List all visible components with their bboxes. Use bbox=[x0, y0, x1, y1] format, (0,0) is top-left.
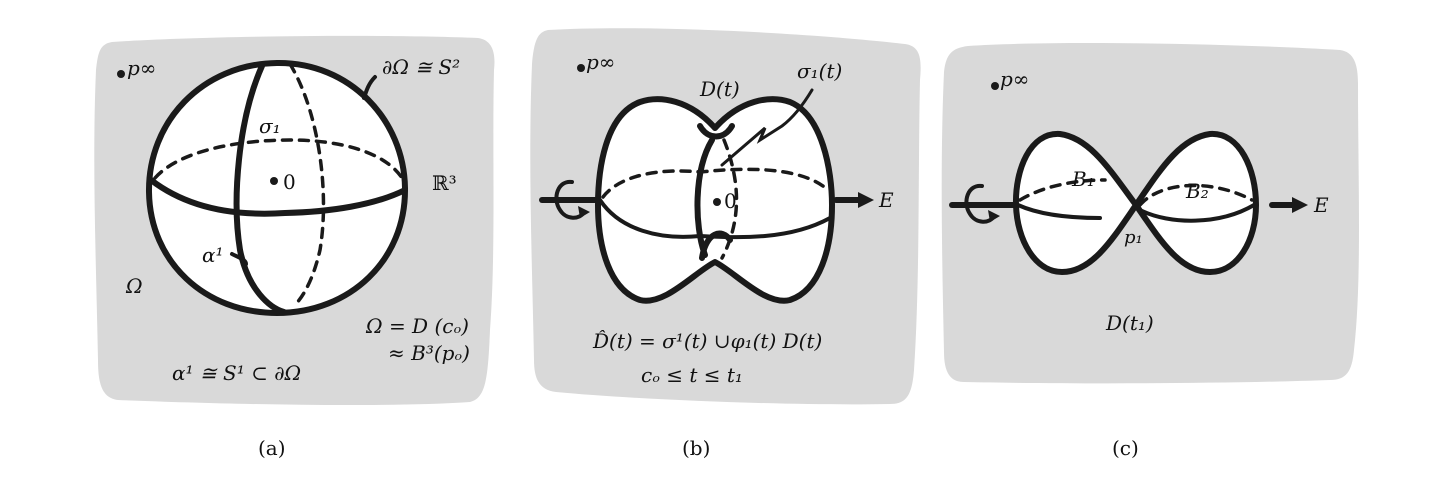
b2-label: B₂ bbox=[1185, 179, 1209, 203]
p-infinity-label-b: p∞ bbox=[586, 50, 615, 74]
sigma-leader bbox=[720, 88, 814, 167]
alpha-def: α¹ ≅ S¹ ⊂ ∂Ω bbox=[172, 361, 301, 385]
lobe-left-equator-front bbox=[1016, 203, 1102, 220]
lobe-right-outline bbox=[1133, 130, 1259, 275]
lobe-left-equator-back bbox=[1018, 178, 1107, 202]
boundary-label: ∂Ω ≅ S² bbox=[382, 55, 460, 79]
caption-b: (b) bbox=[682, 436, 710, 460]
sphere-a-outline bbox=[145, 59, 409, 316]
p1-label: p₁ bbox=[1124, 227, 1143, 248]
rotation-arrowhead-c bbox=[988, 210, 1000, 222]
caption-c: (c) bbox=[1112, 436, 1139, 460]
rotation-arrowhead bbox=[578, 206, 590, 218]
dhat-def: D̂(t) = σ¹(t) ∪φ₁(t) D(t) bbox=[592, 329, 822, 353]
caption-a: (a) bbox=[258, 436, 286, 460]
panel-b: p∞ D(t) σ₁(t) 0 E D̂(t) = σ¹(t) ∪φ₁(t) D… bbox=[530, 28, 921, 460]
e-label-b: E bbox=[878, 188, 894, 212]
equator-back bbox=[153, 138, 404, 180]
origin-dot-a bbox=[270, 177, 278, 185]
dt1-label: D(t₁) bbox=[1105, 311, 1154, 335]
dt-label: D(t) bbox=[699, 77, 740, 101]
b1-label: B₁ bbox=[1071, 167, 1095, 191]
origin-label-a: 0 bbox=[283, 170, 296, 194]
lobe-right-equator-back bbox=[1138, 183, 1254, 207]
sigma1t-label: σ₁(t) bbox=[797, 59, 842, 83]
p-infinity-dot-b bbox=[577, 64, 585, 72]
origin-label-b: 0 bbox=[724, 189, 737, 213]
meridian-back bbox=[288, 62, 326, 308]
e-arrowhead-c bbox=[1292, 197, 1308, 213]
sigma1-label: σ₁ bbox=[259, 114, 281, 138]
r3-label: ℝ³ bbox=[432, 171, 457, 195]
meridian-front bbox=[233, 63, 287, 315]
p-infinity-dot-c bbox=[991, 82, 999, 90]
alpha-leader bbox=[230, 252, 248, 266]
panel-c: p∞ B₁ B₂ p₁ E D(t₁) (c) bbox=[941, 43, 1359, 460]
alpha1-label: α¹ bbox=[202, 243, 224, 267]
equator-front bbox=[148, 177, 408, 217]
lobe-right bbox=[1136, 133, 1256, 272]
panel-a: p∞ ∂Ω ≅ S² σ₁ 0 ℝ³ α¹ Ω Ω = D (cₒ) ≈ B³(… bbox=[94, 35, 495, 460]
p-infinity-label-a: p∞ bbox=[127, 56, 156, 80]
rotation-icon bbox=[554, 179, 586, 220]
meridian-back-b bbox=[720, 138, 739, 260]
p-infinity-dot-a bbox=[117, 70, 125, 78]
omega-def: Ω = D (cₒ) bbox=[365, 314, 469, 338]
rotation-icon-c bbox=[964, 183, 996, 224]
body-b-outline bbox=[595, 96, 835, 304]
omega-approx: ≈ B³(pₒ) bbox=[388, 341, 470, 365]
range-label: cₒ ≤ t ≤ t₁ bbox=[641, 363, 743, 387]
boundary-leader bbox=[362, 75, 377, 100]
lobe-right-equator-front bbox=[1138, 203, 1256, 223]
sphere-a bbox=[149, 64, 405, 312]
omega-label: Ω bbox=[125, 274, 143, 298]
e-label-c: E bbox=[1313, 193, 1329, 217]
neck-top bbox=[697, 123, 735, 140]
e-arrowhead bbox=[858, 192, 874, 208]
meridian-front-b bbox=[694, 137, 715, 258]
p-infinity-label-c: p∞ bbox=[1000, 67, 1029, 91]
origin-dot-b bbox=[713, 198, 721, 206]
